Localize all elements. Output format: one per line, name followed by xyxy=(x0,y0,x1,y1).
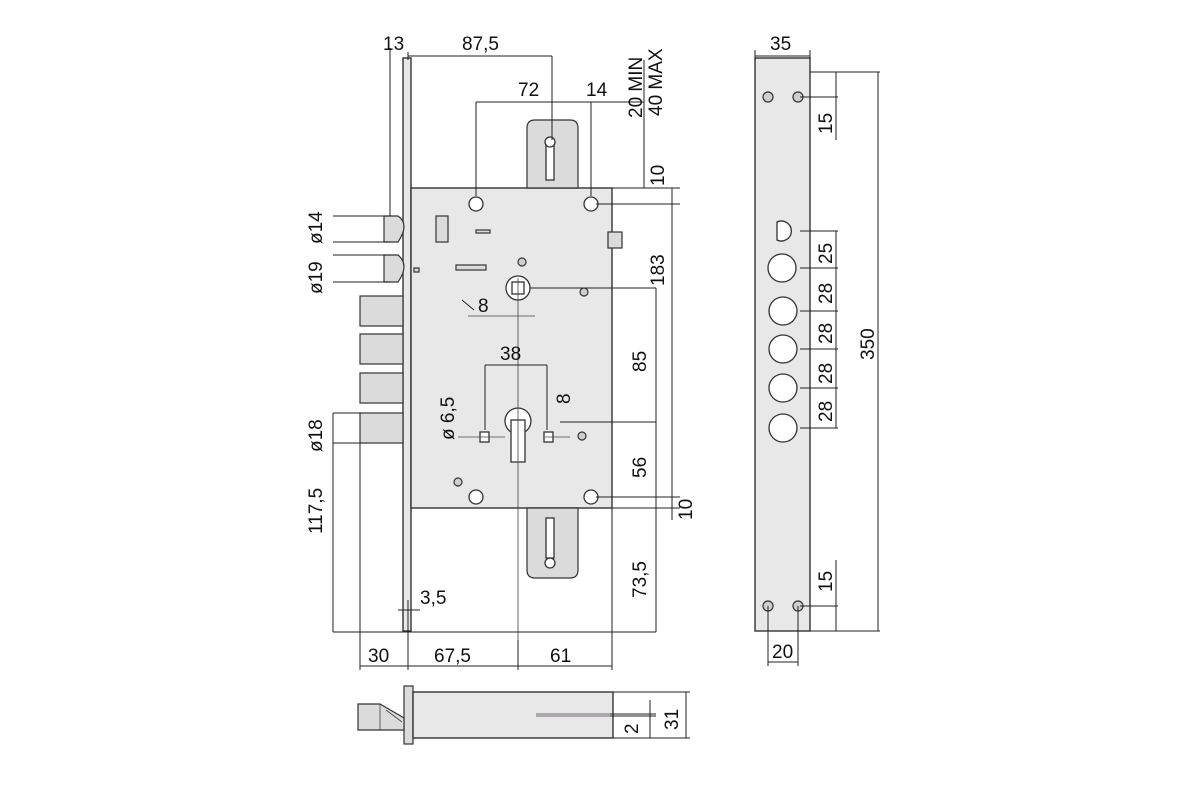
side-dimension-lines xyxy=(754,50,880,666)
side-bolt-1 xyxy=(768,296,798,326)
side-dim-25: 25 xyxy=(816,243,837,264)
dim-61: 61 xyxy=(550,646,571,667)
bottom-slide-hole xyxy=(544,557,556,569)
faceplate xyxy=(402,57,412,632)
side-dim-350: 350 xyxy=(858,328,879,360)
bottom-dimension-lines xyxy=(610,691,690,739)
mount-hole-tr xyxy=(583,196,599,212)
latch-bolt-lower xyxy=(383,254,405,283)
dim-10-bottom: 10 xyxy=(676,499,697,520)
screw xyxy=(579,287,589,297)
side-latch-large xyxy=(767,253,797,283)
latch-bolt-upper xyxy=(383,215,405,243)
dim-travel-min: 20 MIN xyxy=(626,57,647,118)
dim-dia18: ø18 xyxy=(306,419,327,452)
side-dim-35: 35 xyxy=(770,34,791,55)
side-dim-28-b: 28 xyxy=(816,323,837,344)
dim-117-5: 117,5 xyxy=(306,488,327,534)
bottom-dim-2: 2 xyxy=(622,723,643,734)
top-slide-hole xyxy=(544,136,556,148)
side-dim-28-a: 28 xyxy=(816,283,837,304)
dim-3-5: 3,5 xyxy=(420,588,446,609)
dim-dia14: ø14 xyxy=(306,211,327,244)
bottom-case xyxy=(412,691,614,739)
dim-dia19: ø19 xyxy=(306,261,327,294)
side-dim-15-bottom: 15 xyxy=(816,571,837,592)
dim-dia6-5: ø 6,5 xyxy=(438,397,459,440)
mount-hole-tl xyxy=(468,196,484,212)
dim-183: 183 xyxy=(648,254,669,286)
side-dimension-text: 35 15 25 28 28 28 28 15 350 20 xyxy=(770,34,879,663)
front-dimension-text: 13 87,5 72 14 20 MIN 40 MAX 10 183 85 56… xyxy=(306,34,697,667)
dim-8-cylinder: 8 xyxy=(554,393,575,404)
dim-travel-max: 40 MAX xyxy=(646,48,667,116)
bottom-bolt xyxy=(357,703,405,731)
deadbolt-1 xyxy=(359,295,404,327)
deadbolt-2 xyxy=(359,333,404,365)
case-detail xyxy=(475,229,491,234)
bottom-view xyxy=(357,685,614,745)
screw xyxy=(517,257,527,267)
mount-hole-br xyxy=(583,489,599,505)
bottom-dimension-text: 2 31 xyxy=(622,709,683,734)
side-screw-tl xyxy=(762,91,774,103)
dim-56: 56 xyxy=(630,457,651,478)
side-dim-28-d: 28 xyxy=(816,401,837,422)
case-detail xyxy=(435,215,449,243)
case-detail xyxy=(413,267,420,273)
deadbolt-4 xyxy=(359,412,404,444)
dim-87-5: 87,5 xyxy=(462,34,499,55)
bottom-slide-slot xyxy=(545,517,555,559)
deadbolt-3 xyxy=(359,372,404,404)
bottom-faceplate xyxy=(403,685,414,745)
dim-13: 13 xyxy=(383,34,404,55)
screw xyxy=(577,431,587,441)
side-bolt-2 xyxy=(768,334,798,364)
dim-10-top: 10 xyxy=(648,165,669,186)
case-detail xyxy=(455,264,487,271)
dim-72: 72 xyxy=(518,80,539,101)
side-latch-small xyxy=(776,220,793,242)
mount-hole-bl xyxy=(468,489,484,505)
dim-38: 38 xyxy=(500,344,521,365)
side-dim-28-c: 28 xyxy=(816,363,837,384)
front-dimension-lines xyxy=(332,48,680,670)
dim-8-spindle: 8 xyxy=(478,296,489,317)
side-bolt-4 xyxy=(768,413,798,443)
dim-85: 85 xyxy=(630,351,651,372)
side-view xyxy=(754,57,811,632)
side-dim-15-top: 15 xyxy=(816,113,837,134)
front-view xyxy=(359,57,623,668)
side-dim-20: 20 xyxy=(772,642,793,663)
case-detail xyxy=(607,231,623,249)
dim-14: 14 xyxy=(586,80,608,101)
dim-30: 30 xyxy=(368,646,389,667)
side-bolt-3 xyxy=(768,373,798,403)
dim-67-5: 67,5 xyxy=(434,646,471,667)
screw xyxy=(453,477,463,487)
dim-73-5: 73,5 xyxy=(630,561,651,598)
bottom-dim-31: 31 xyxy=(662,709,683,730)
